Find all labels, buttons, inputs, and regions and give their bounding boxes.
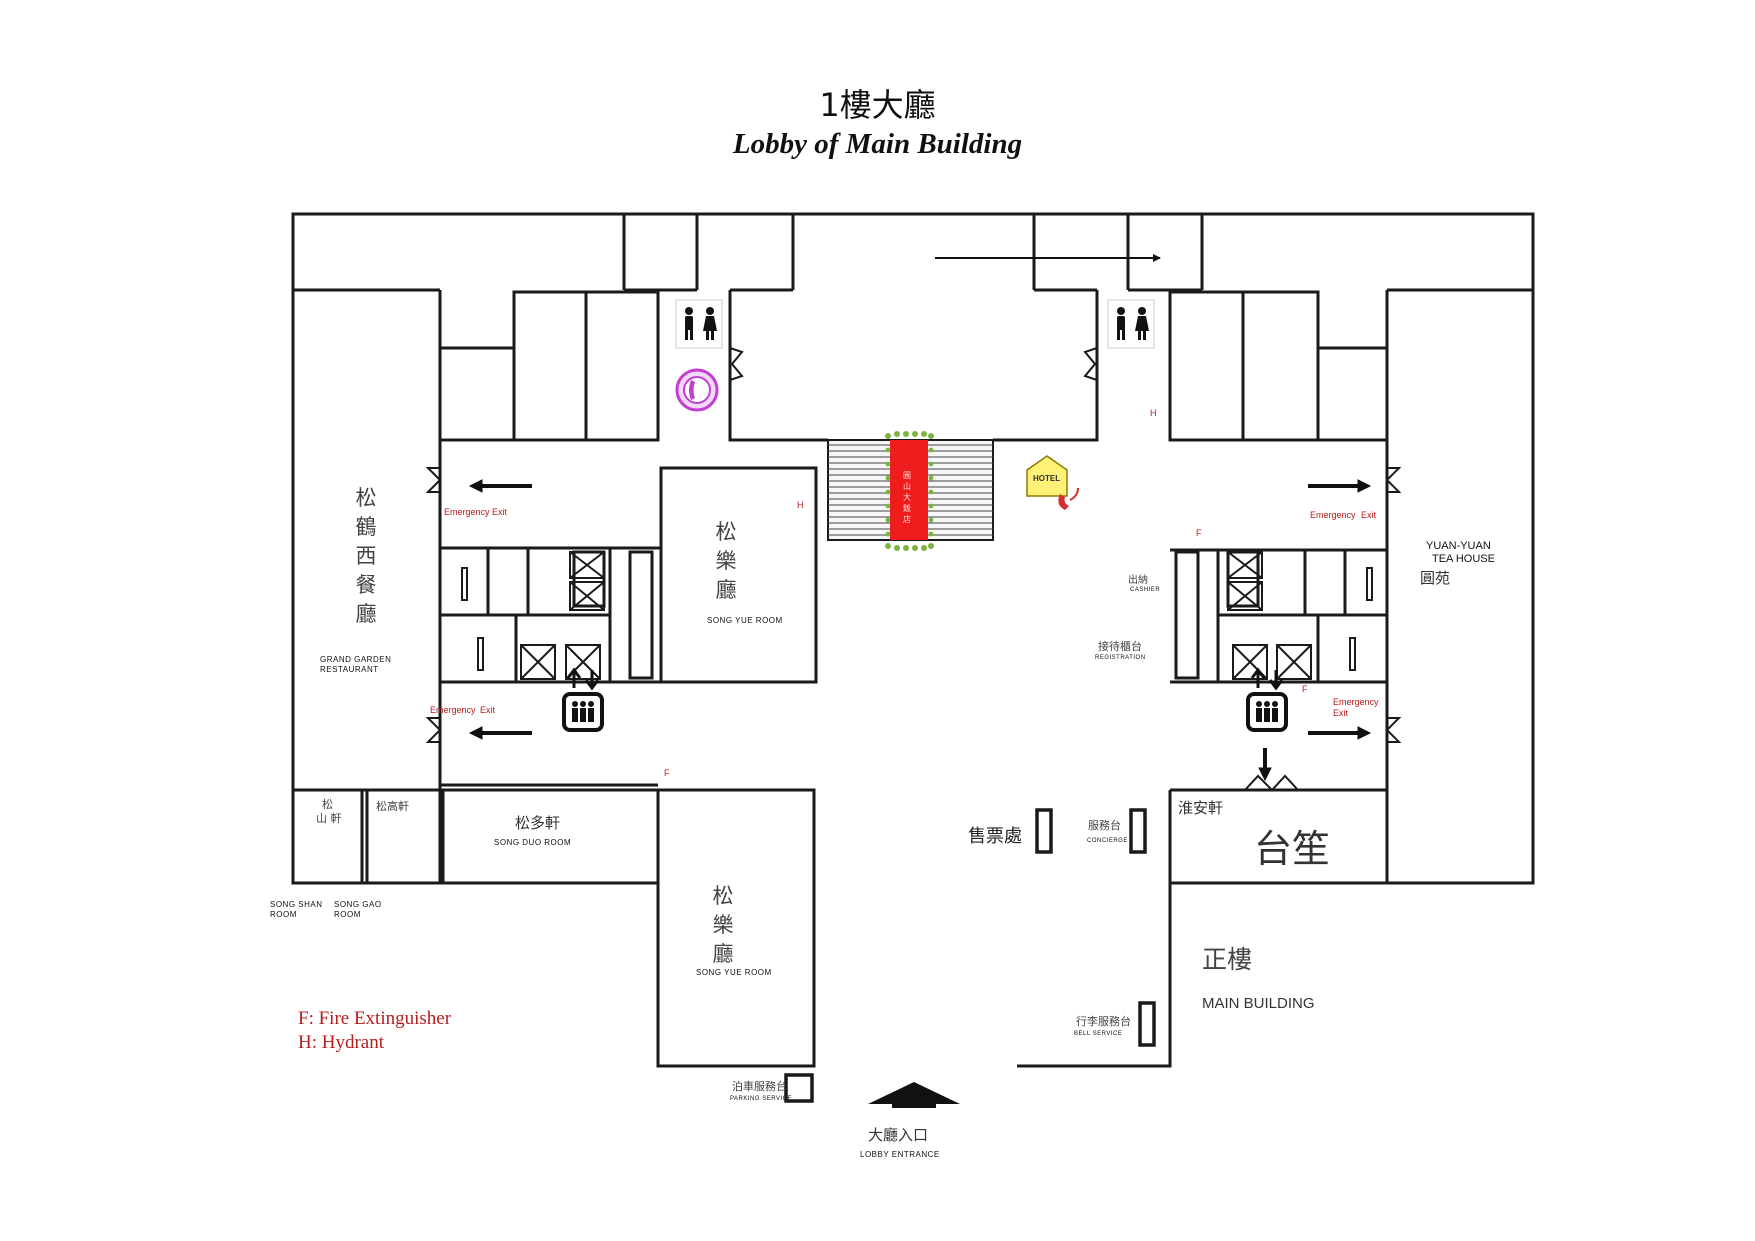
- cashier-label-en: CASHIER: [1130, 587, 1161, 593]
- yuan-yuan-name-zh: 圓苑: [1420, 569, 1451, 587]
- lobby-entrance-label-en: LOBBY ENTRANCE: [860, 1150, 940, 1159]
- service-slots: [461, 567, 1373, 671]
- legend-hydrant: H: Hydrant: [298, 1032, 385, 1053]
- yuan-yuan-name-en-1: YUAN-YUAN: [1426, 540, 1491, 552]
- hydrant-marker: H: [797, 500, 804, 510]
- song-gao-name-en-1: SONG GAO: [334, 900, 382, 909]
- emergency-phone-icon: [1058, 487, 1079, 510]
- emergency-exit-ne-label-2: Exit: [1361, 510, 1377, 520]
- huai-an-name-zh: 淮安軒: [1178, 799, 1224, 817]
- song-duo-name-en: SONG DUO ROOM: [494, 838, 572, 847]
- main-building-name-zh: 正樓: [1202, 945, 1253, 974]
- legend-fire-extinguisher: F: Fire Extinguisher: [298, 1008, 452, 1029]
- bell-service-label-en: BELL SERVICE: [1074, 1031, 1123, 1037]
- song-yue-lower-name-en: SONG YUE ROOM: [696, 968, 772, 977]
- carpet-label: 圓山大飯店: [903, 471, 911, 524]
- concierge-label-zh: 服務台: [1088, 819, 1121, 832]
- song-shan-name-zh-1: 松: [322, 798, 333, 811]
- main-building-name-en: MAIN BUILDING: [1202, 995, 1315, 1012]
- concierge-label-en: CONCIERGE: [1087, 838, 1128, 844]
- song-shan-name-en-2: ROOM: [270, 910, 297, 919]
- song-yue-upper-name-zh: 松樂廳: [715, 520, 737, 602]
- emergency-exit-nw-label-2: Exit: [492, 507, 508, 517]
- page-title: 1樓大廳: [819, 86, 936, 124]
- ticket-office-label: 售票處: [968, 826, 1022, 847]
- grand-garden-name-zh: 松鶴西餐廳: [355, 486, 377, 626]
- lobby-entrance-label-zh: 大廳入口: [868, 1126, 929, 1144]
- grand-garden-name-en-1: GRAND GARDEN: [320, 655, 392, 664]
- song-shan-name-zh-2: 山 軒: [316, 812, 342, 825]
- song-duo-name-zh: 松多軒: [515, 814, 561, 832]
- fire-extinguisher-marker: F: [1302, 684, 1308, 694]
- emergency-exit-se-label-1: Emergency: [1333, 697, 1379, 707]
- entrance-arrow-icon: [892, 1098, 936, 1108]
- emergency-exit-se-label-2: Exit: [1333, 708, 1349, 718]
- emergency-exit-sw-label-2: Exit: [480, 705, 496, 715]
- yuan-yuan-name-en-2: TEA HOUSE: [1432, 553, 1495, 565]
- song-yue-lower-name-zh: 松樂廳: [712, 884, 734, 966]
- fire-extinguisher-marker: F: [664, 768, 670, 778]
- registration-label-zh: 接待櫃台: [1098, 640, 1142, 653]
- elevator-icon: [562, 667, 604, 732]
- song-shan-name-en-1: SONG SHAN: [270, 900, 323, 909]
- fire-extinguisher-marker: F: [1196, 528, 1202, 538]
- song-yue-upper-name-en: SONG YUE ROOM: [707, 616, 783, 625]
- hotel-sign-label: HOTEL: [1033, 474, 1061, 483]
- emergency-exit-sw-label-1: Emergency: [430, 705, 476, 715]
- walls: [291, 212, 1535, 1068]
- song-gao-name-en-2: ROOM: [334, 910, 361, 919]
- bell-service-label-zh: 行李服務台: [1076, 1015, 1131, 1028]
- parking-service-label-en: PARKING SERVICE: [730, 1096, 792, 1102]
- grand-garden-name-en-2: RESTAURANT: [320, 665, 379, 674]
- hydrant-marker: H: [1150, 408, 1157, 418]
- song-gao-name-zh: 松高軒: [376, 800, 409, 813]
- registration-label-en: REGISTRATION: [1095, 655, 1146, 661]
- direction-arrows: [468, 254, 1372, 782]
- tai-sheng-name-zh: 台笙: [1254, 827, 1331, 871]
- restroom-icon: [675, 299, 723, 349]
- emergency-exit-ne-label-1: Emergency: [1310, 510, 1356, 520]
- page-subtitle: Lobby of Main Building: [732, 128, 1023, 160]
- entrance-arrow-icon: [868, 1082, 960, 1104]
- cashier-label-zh: 出納: [1128, 575, 1148, 586]
- restroom-icon: [1107, 299, 1155, 349]
- emergency-exit-nw-label-1: Emergency: [444, 507, 490, 517]
- elevator-icon: [1246, 667, 1288, 732]
- telephone-icon: [675, 368, 719, 412]
- parking-service-label-zh: 泊車服務台: [732, 1080, 787, 1093]
- door-swings: [425, 347, 1402, 792]
- grand-staircase: [827, 431, 994, 551]
- hotel-sign-icon: [1026, 455, 1068, 497]
- counters: [784, 808, 1156, 1103]
- elevator-cars: [520, 551, 1312, 680]
